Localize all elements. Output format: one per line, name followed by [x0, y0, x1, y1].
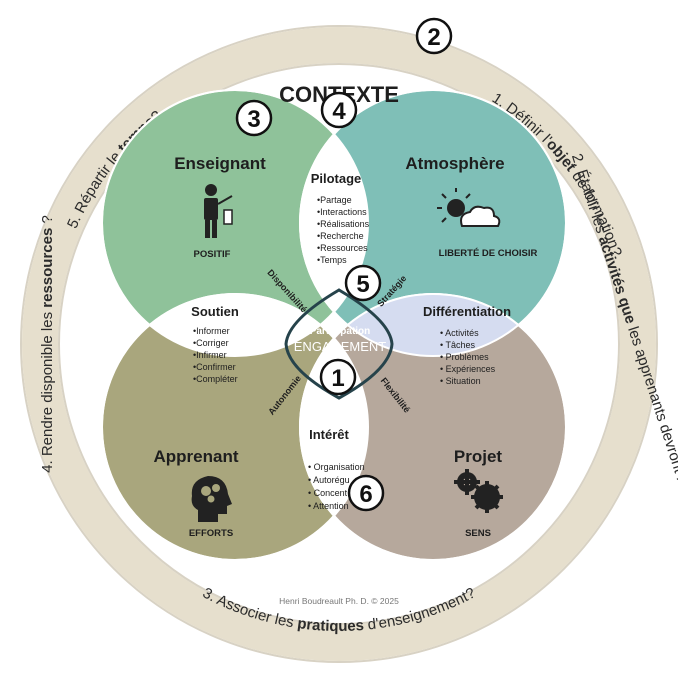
engagement-label: ENGAGEMENT — [294, 339, 387, 354]
number-badge: 3 — [235, 99, 273, 137]
soutien-item: •Infirmer — [193, 350, 227, 360]
soutien-title: Soutien — [191, 304, 239, 319]
projet-sub: SENS — [465, 528, 491, 539]
brain-head-icon — [191, 476, 232, 522]
differentiation-title: Différentiation — [423, 304, 511, 319]
ring-title: L'ENSEIGNEMENT — [272, 65, 405, 88]
differentiation-item: • Problèmes — [440, 352, 489, 362]
outer-ring-band — [22, 27, 656, 661]
apprenant-sub: EFFORTS — [189, 528, 233, 539]
pilotage-item: •Recherche — [317, 231, 364, 241]
pilotage-item: •Temps — [317, 255, 347, 265]
soutien-item: •Compléter — [193, 374, 238, 384]
svg-text:4: 4 — [332, 98, 346, 125]
pilotage-item: •Ressources — [317, 243, 368, 253]
differentiation-item: • Situation — [440, 376, 481, 386]
svg-text:5: 5 — [356, 271, 369, 298]
pilotage-block: Pilotage •Partage •Interactions •Réalisa… — [311, 171, 370, 265]
soutien-item: •Informer — [193, 326, 230, 336]
interet-item: • Organisation — [308, 462, 365, 472]
weather-icon — [437, 188, 501, 227]
soutien-item: •Confirmer — [193, 362, 236, 372]
differentiation-item: • Activités — [440, 328, 479, 338]
svg-text:3: 3 — [247, 106, 260, 133]
atmosphere-title: Atmosphère — [405, 154, 504, 173]
svg-text:6: 6 — [359, 481, 372, 508]
atmosphere-sub: LIBERTÉ DE CHOISIR — [439, 248, 538, 259]
enseignant-title: Enseignant — [174, 154, 266, 173]
pilotage-item: •Partage — [317, 195, 352, 205]
projet-title: Projet — [454, 447, 503, 466]
number-badge: 6 — [347, 474, 385, 512]
interet-item: • Attention — [308, 501, 349, 511]
number-badge: 2 — [415, 17, 453, 55]
gears-icon — [454, 469, 503, 513]
differentiation-item: • Expériences — [440, 364, 496, 374]
credit-label: Henri Boudreault Ph. D. © 2025 — [279, 596, 399, 606]
soutien-block: Soutien •Informer •Corriger •Infirmer •C… — [191, 304, 239, 384]
soutien-item: •Corriger — [193, 338, 229, 348]
pilotage-title: Pilotage — [311, 171, 362, 186]
center-outline — [284, 288, 394, 400]
differentiation-block: Différentiation • Activités • Tâches • P… — [423, 304, 511, 386]
svg-text:1: 1 — [331, 365, 344, 392]
participation-label: Participation — [310, 326, 371, 337]
differentiation-item: • Tâches — [440, 340, 476, 350]
pilotage-item: •Interactions — [317, 207, 367, 217]
number-badge: 4 — [320, 91, 358, 129]
interet-item: • Autorégu — [308, 475, 350, 485]
svg-text:2: 2 — [427, 24, 440, 51]
pilotage-item: •Réalisations — [317, 219, 370, 229]
enseignant-sub: POSITIF — [194, 249, 231, 260]
number-badge: 5 — [344, 264, 382, 302]
number-badge: 1 — [319, 358, 357, 396]
interet-block: Intérêt • Organisation • Autorégu • Conc… — [308, 427, 365, 511]
ring-question-4: 4. Rendre disponible les ressources ? — [39, 215, 56, 473]
interet-title: Intérêt — [309, 427, 349, 442]
teacher-icon — [204, 184, 233, 238]
interet-item: • Concent — [308, 488, 348, 498]
apprenant-title: Apprenant — [154, 447, 239, 466]
